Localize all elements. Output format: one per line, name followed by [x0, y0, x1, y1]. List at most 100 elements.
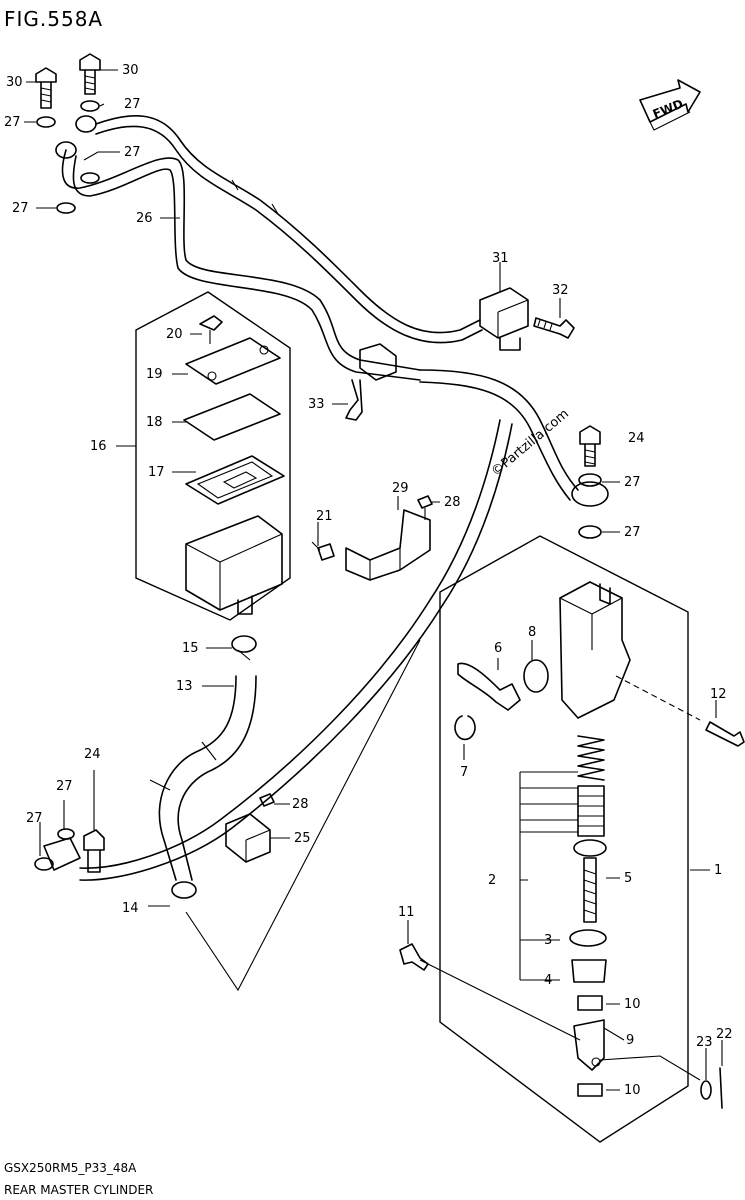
piston-assembly-2 — [577, 785, 605, 837]
callout-27: 27 — [624, 475, 641, 490]
screw-21 — [311, 541, 335, 561]
axis-line — [615, 675, 701, 721]
master-cylinder-group-box — [439, 535, 689, 1143]
circlip-3 — [569, 929, 607, 947]
callout-18: 18 — [146, 415, 163, 430]
callout-27: 27 — [124, 145, 141, 160]
banjo-bolt-24-upper — [579, 425, 601, 467]
diaphragm-17 — [185, 455, 285, 505]
nut-10 — [577, 1083, 603, 1097]
callout-24: 24 — [628, 431, 645, 446]
callout-25: 25 — [294, 831, 311, 846]
figure-code: GSX250RM5_P33_48A — [4, 1161, 137, 1175]
callout-1: 1 — [714, 863, 722, 878]
cotter-pin-22 — [719, 1067, 723, 1109]
washer-27 — [578, 473, 602, 487]
o-ring-8 — [523, 659, 549, 693]
callout-16: 16 — [90, 439, 107, 454]
callout-27: 27 — [4, 115, 21, 130]
callout-4: 4 — [544, 973, 552, 988]
screw-28 — [259, 793, 275, 807]
hose-fitting-6 — [457, 662, 521, 711]
callout-2: 2 — [488, 873, 496, 888]
master-cylinder-body-1 — [559, 581, 631, 719]
washer-27 — [36, 116, 56, 128]
callout-8: 8 — [528, 625, 536, 640]
callout-14: 14 — [122, 901, 139, 916]
circlip-7 — [454, 715, 476, 741]
clevis-9 — [573, 1019, 605, 1071]
screw-28 — [417, 495, 433, 509]
callout-15: 15 — [182, 641, 199, 656]
watermark: ©Partzilla.com — [489, 406, 572, 479]
group-guide-lines — [185, 639, 421, 992]
screw-20 — [199, 315, 223, 331]
washer-27 — [34, 857, 54, 871]
callout-27: 27 — [124, 97, 141, 112]
brake-hose-upper — [95, 115, 483, 344]
banjo-bolt-24-lower — [83, 829, 105, 873]
callout-27: 27 — [12, 201, 29, 216]
push-rod-5 — [583, 857, 597, 923]
figure-caption: REAR MASTER CYLINDER — [4, 1183, 153, 1197]
bracket-29 — [345, 509, 431, 581]
reservoir-cap-19 — [185, 337, 281, 385]
washer-27 — [80, 172, 100, 184]
banjo-fitting — [43, 837, 81, 871]
boot-4 — [571, 959, 607, 983]
forward-direction-badge: FWD — [639, 79, 701, 131]
brake-hose-long — [79, 369, 579, 881]
callout-10: 10 — [624, 997, 641, 1012]
plate-18 — [183, 393, 281, 441]
washer-27 — [80, 100, 100, 112]
callout-9: 9 — [626, 1033, 634, 1048]
washer-23 — [700, 1080, 712, 1100]
callout-12: 12 — [710, 687, 727, 702]
callout-6: 6 — [494, 641, 502, 656]
clamp-joint-33 — [345, 343, 397, 421]
hose-joint-block-31 — [479, 287, 529, 351]
callout-29: 29 — [392, 481, 409, 496]
callout-13: 13 — [176, 679, 193, 694]
brake-hose-26 — [61, 149, 421, 381]
bolt-12 — [705, 721, 745, 747]
callout-10: 10 — [624, 1083, 641, 1098]
callout-27: 27 — [26, 811, 43, 826]
spring — [577, 735, 605, 781]
callout-23: 23 — [696, 1035, 713, 1050]
callout-27: 27 — [624, 525, 641, 540]
callout-27: 27 — [56, 779, 73, 794]
banjo-fitting — [75, 115, 97, 133]
callout-24: 24 — [84, 747, 101, 762]
callout-21: 21 — [316, 509, 333, 524]
callout-17: 17 — [148, 465, 165, 480]
callout-30: 30 — [6, 75, 23, 90]
callout-28: 28 — [444, 495, 461, 510]
reservoir-tank — [185, 515, 283, 615]
callout-32: 32 — [552, 283, 569, 298]
callout-19: 19 — [146, 367, 163, 382]
callout-33: 33 — [308, 397, 325, 412]
bolt-32 — [533, 317, 575, 339]
callout-20: 20 — [166, 327, 183, 342]
boot-5 — [573, 839, 607, 857]
nut-10 — [577, 995, 603, 1011]
callout-11: 11 — [398, 905, 415, 920]
hose-clamp-14 — [171, 881, 197, 899]
banjo-bolt-30-right — [79, 53, 101, 95]
banjo-fitting — [55, 141, 77, 159]
callout-5: 5 — [624, 871, 632, 886]
callout-31: 31 — [492, 251, 509, 266]
callout-28: 28 — [292, 797, 309, 812]
callout-7: 7 — [460, 765, 468, 780]
hose-clamp-15 — [231, 635, 257, 653]
pin-11 — [399, 943, 429, 971]
reservoir-group-box — [135, 291, 291, 621]
reservoir-hose-13 — [149, 675, 257, 881]
callout-30: 30 — [122, 63, 139, 78]
banjo-fitting — [571, 481, 609, 507]
washer-27 — [56, 202, 76, 214]
washer-27 — [578, 525, 602, 539]
callout-22: 22 — [716, 1027, 733, 1042]
